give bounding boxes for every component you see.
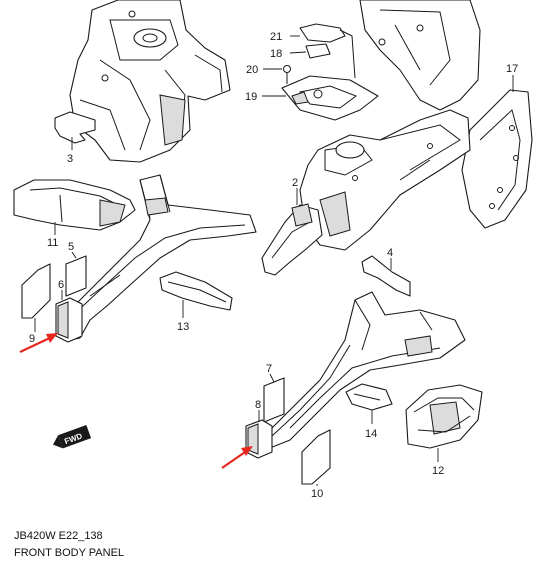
reinforcement-part-14: 14 bbox=[345, 383, 393, 440]
reinforcement-part-5: 5 bbox=[65, 241, 87, 297]
reinforcement-part-7: 7 bbox=[263, 363, 285, 423]
side-panel-part-17: 17 bbox=[461, 63, 533, 229]
diagram-code: JB420W E22_138 bbox=[14, 530, 103, 542]
battery-tray-assembly: 21 18 20 19 bbox=[245, 23, 379, 121]
part-number-4: 4 bbox=[387, 247, 393, 259]
reinforcement-part-13: 13 bbox=[159, 271, 233, 333]
part-number-17: 17 bbox=[506, 63, 518, 75]
part-number-6: 6 bbox=[58, 279, 64, 291]
front-sidemember-left bbox=[59, 174, 257, 341]
part-number-20: 20 bbox=[246, 64, 258, 76]
part-number-3: 3 bbox=[67, 153, 73, 165]
bracket-part-4: 4 bbox=[361, 247, 411, 297]
bracket-part-3: 3 bbox=[54, 111, 96, 165]
apron-part-2: 2 bbox=[261, 177, 323, 276]
front-sidemember-right bbox=[261, 291, 466, 449]
extension-part-6: 6 bbox=[55, 279, 83, 343]
strut-tower-left bbox=[69, 0, 231, 163]
part-number-9: 9 bbox=[29, 333, 35, 345]
dash-side-panel bbox=[359, 0, 481, 111]
front-sidemember-upper: 11 bbox=[13, 179, 136, 249]
fwd-direction-badge: FWD bbox=[52, 425, 92, 449]
part-number-2: 2 bbox=[292, 177, 298, 189]
plate-part-9: 9 bbox=[21, 263, 51, 345]
part-number-5: 5 bbox=[68, 241, 74, 253]
part-number-11: 11 bbox=[47, 237, 58, 249]
part-number-8: 8 bbox=[255, 399, 261, 411]
part-number-12: 12 bbox=[432, 465, 444, 477]
part-number-19: 19 bbox=[245, 91, 257, 103]
part-number-18: 18 bbox=[270, 48, 282, 60]
part-number-14: 14 bbox=[365, 428, 377, 440]
part-number-7: 7 bbox=[266, 363, 272, 375]
strut-tower-right bbox=[299, 109, 471, 251]
part-number-13: 13 bbox=[177, 321, 189, 333]
highlight-arrow-left bbox=[19, 333, 58, 353]
part-number-10: 10 bbox=[311, 488, 323, 500]
wheel-housing-part-12: 12 bbox=[405, 384, 483, 477]
diagram-title: FRONT BODY PANEL bbox=[14, 547, 125, 559]
highlight-arrow-right bbox=[221, 446, 253, 469]
part-number-21: 21 bbox=[270, 31, 282, 43]
plate-part-10: 10 bbox=[301, 429, 331, 500]
